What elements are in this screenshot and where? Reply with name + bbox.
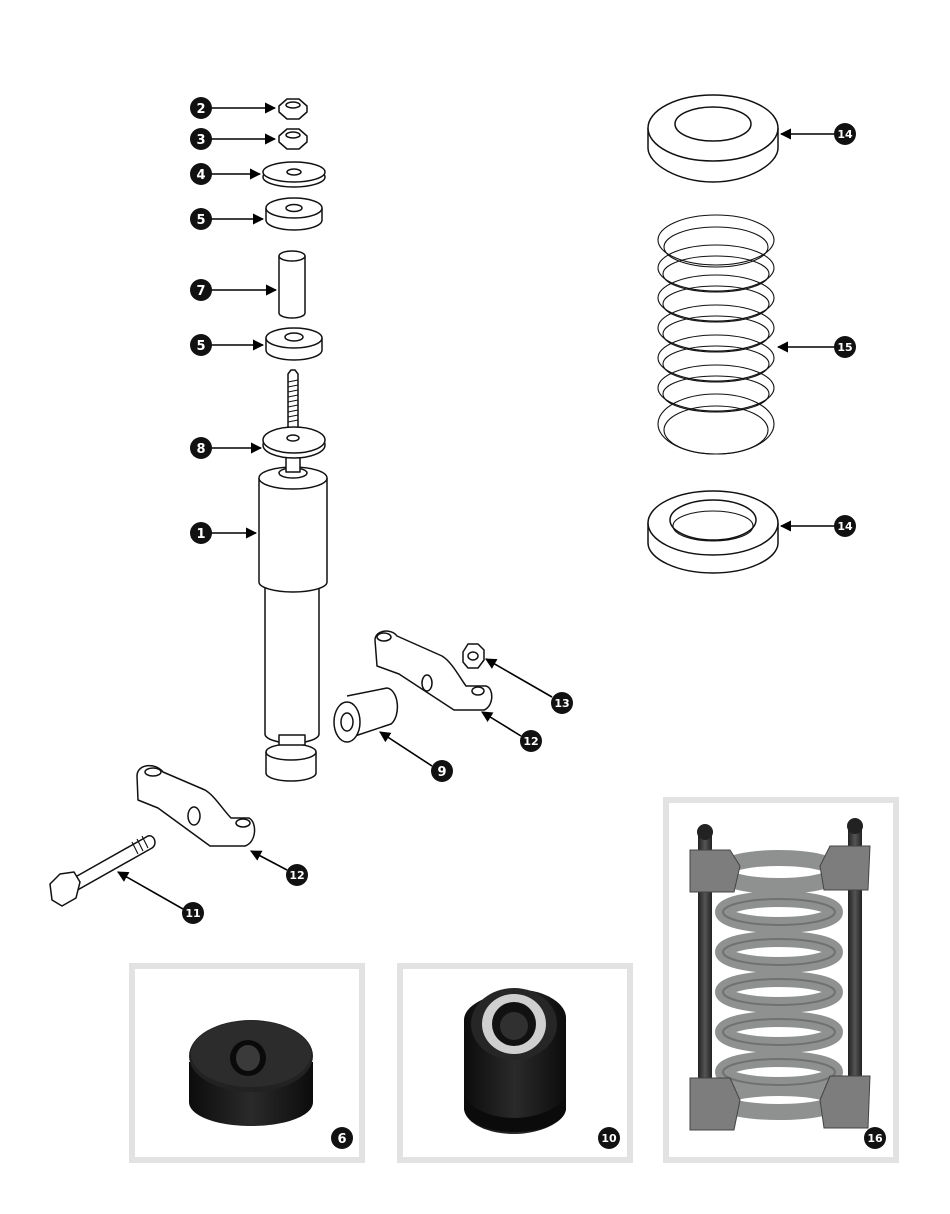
spacer-tube-part-7 bbox=[278, 250, 306, 319]
callout-2: 2 bbox=[190, 97, 212, 119]
svg-text:15: 15 bbox=[837, 341, 852, 354]
callout-3: 3 bbox=[190, 128, 212, 150]
callout-15: 15 bbox=[834, 336, 856, 358]
photo-panel-part-6 bbox=[129, 963, 365, 1163]
svg-text:14: 14 bbox=[837, 128, 853, 141]
leader-lines bbox=[117, 102, 834, 910]
nut-part-13 bbox=[462, 643, 485, 669]
svg-text:2: 2 bbox=[196, 102, 205, 117]
callout-16: 16 bbox=[864, 1127, 886, 1149]
rubber-bush-photo-10 bbox=[464, 988, 566, 1134]
callout-9: 9 bbox=[431, 760, 453, 782]
bush-part-5-upper bbox=[265, 197, 323, 231]
svg-text:5: 5 bbox=[196, 213, 205, 228]
svg-text:14: 14 bbox=[837, 520, 853, 533]
callout-5-lower: 5 bbox=[190, 334, 212, 356]
bush-part-5-lower bbox=[265, 327, 323, 361]
nut-part-2 bbox=[278, 98, 308, 120]
callout-4: 4 bbox=[190, 163, 212, 185]
spring-seat-part-14-lower bbox=[647, 490, 779, 574]
washer-part-4 bbox=[262, 161, 326, 188]
callout-5-upper: 5 bbox=[190, 208, 212, 230]
callout-14-upper: 14 bbox=[834, 123, 856, 145]
svg-text:16: 16 bbox=[867, 1132, 883, 1145]
callout-14-lower: 14 bbox=[834, 515, 856, 537]
callout-6: 6 bbox=[331, 1127, 353, 1149]
svg-text:11: 11 bbox=[185, 907, 200, 920]
callout-8: 8 bbox=[190, 437, 212, 459]
svg-text:4: 4 bbox=[196, 168, 205, 183]
bolt-part-11 bbox=[49, 835, 156, 907]
svg-text:9: 9 bbox=[437, 765, 446, 780]
rubber-bush-photo-6 bbox=[189, 1020, 313, 1126]
callout-11: 11 bbox=[182, 902, 204, 924]
bush-part-9 bbox=[333, 687, 399, 743]
svg-text:3: 3 bbox=[196, 133, 205, 148]
svg-text:7: 7 bbox=[196, 284, 205, 299]
svg-text:13: 13 bbox=[554, 697, 569, 710]
callout-13: 13 bbox=[551, 692, 573, 714]
bracket-part-12-lower bbox=[136, 764, 256, 847]
callout-7: 7 bbox=[190, 279, 212, 301]
washer-part-8 bbox=[262, 426, 326, 459]
callout-1: 1 bbox=[190, 522, 212, 544]
nut-part-3 bbox=[278, 128, 308, 150]
coil-spring-part-15 bbox=[657, 214, 775, 455]
shock-absorber-part-1 bbox=[258, 369, 328, 782]
callout-10: 10 bbox=[598, 1127, 620, 1149]
bracket-part-12-upper bbox=[374, 630, 493, 711]
callout-12-lower: 12 bbox=[286, 864, 308, 886]
svg-text:10: 10 bbox=[601, 1132, 617, 1145]
svg-text:1: 1 bbox=[196, 527, 205, 542]
svg-text:5: 5 bbox=[196, 339, 205, 354]
svg-text:12: 12 bbox=[523, 735, 538, 748]
svg-text:12: 12 bbox=[289, 869, 304, 882]
spring-seat-part-14-upper bbox=[647, 94, 779, 183]
svg-text:8: 8 bbox=[196, 442, 205, 457]
svg-text:6: 6 bbox=[337, 1132, 346, 1147]
spring-compressor-photo-16 bbox=[689, 818, 871, 1131]
callout-12-upper: 12 bbox=[520, 730, 542, 752]
